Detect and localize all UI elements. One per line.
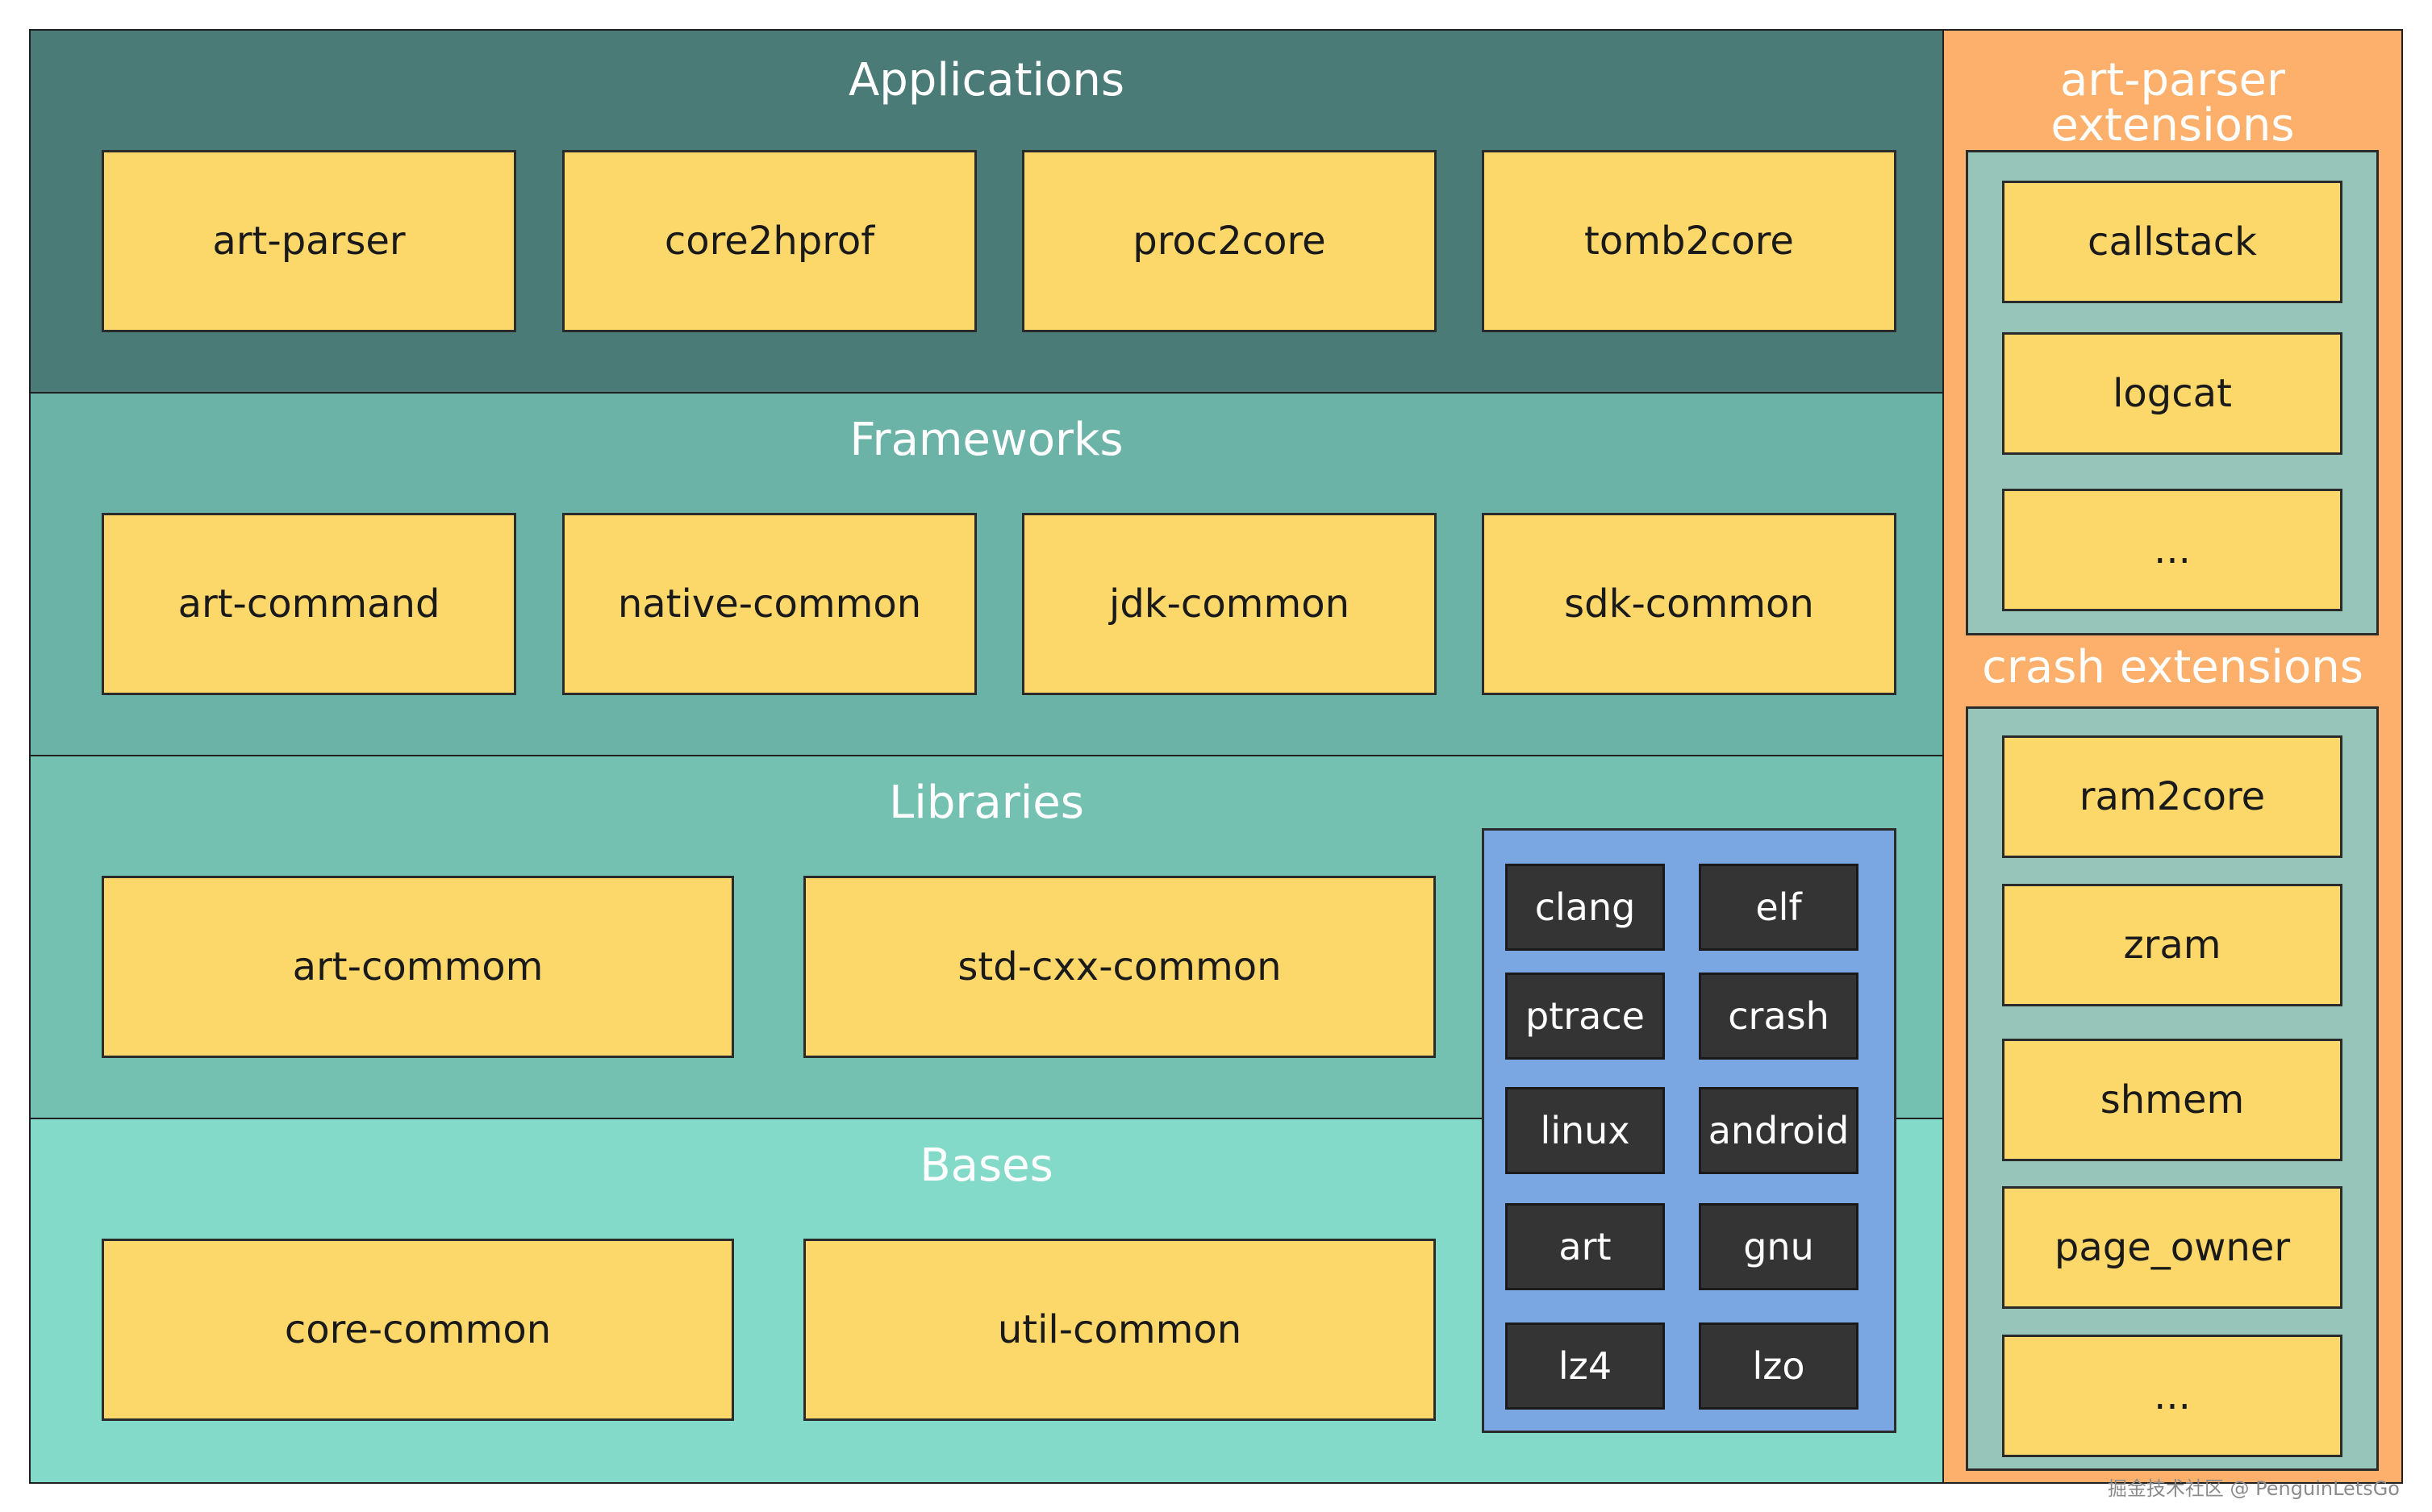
dep-clang: clang: [1505, 864, 1665, 951]
fw-jdk-common: jdk-common: [1022, 513, 1437, 695]
app-tomb2core: tomb2core: [1482, 150, 1896, 332]
base-core-common: core-common: [102, 1239, 734, 1421]
ext-page-owner: page_owner: [2002, 1186, 2342, 1309]
dep-gnu: gnu: [1699, 1203, 1858, 1290]
ext-zram: zram: [2002, 884, 2342, 1006]
fw-native-common: native-common: [562, 513, 977, 695]
dep-lzo: lzo: [1699, 1322, 1858, 1410]
applications-title: Applications: [848, 54, 1125, 106]
ext-shmem: shmem: [2002, 1039, 2342, 1161]
libraries-title: Libraries: [889, 777, 1084, 829]
app-core2hprof: core2hprof: [562, 150, 977, 332]
crash-extensions-title: crash extensions: [1982, 641, 2363, 694]
bases-title: Bases: [920, 1139, 1053, 1192]
dep-linux: linux: [1505, 1087, 1665, 1174]
ext-more-crash: ...: [2002, 1335, 2342, 1457]
dep-crash: crash: [1699, 973, 1858, 1060]
lib-std-cxx-common: std-cxx-common: [803, 876, 1436, 1058]
lib-art-commom: art-commom: [102, 876, 734, 1058]
fw-art-command: art-command: [102, 513, 516, 695]
ext-callstack: callstack: [2002, 181, 2342, 303]
dep-art: art: [1505, 1203, 1665, 1290]
base-util-common: util-common: [803, 1239, 1436, 1421]
ext-more-art-parser: ...: [2002, 489, 2342, 611]
art-parser-extensions-title: art-parser extensions: [2050, 54, 2295, 152]
frameworks-title: Frameworks: [849, 414, 1124, 466]
watermark: 掘金技术社区 @ PenguinLetsGo: [2107, 1477, 2400, 1500]
ext-ram2core: ram2core: [2002, 735, 2342, 858]
ext-logcat: logcat: [2002, 332, 2342, 455]
app-proc2core: proc2core: [1022, 150, 1437, 332]
dep-elf: elf: [1699, 864, 1858, 951]
fw-sdk-common: sdk-common: [1482, 513, 1896, 695]
app-art-parser: art-parser: [102, 150, 516, 332]
dep-lz4: lz4: [1505, 1322, 1665, 1410]
dep-android: android: [1699, 1087, 1858, 1174]
dep-ptrace: ptrace: [1505, 973, 1665, 1060]
